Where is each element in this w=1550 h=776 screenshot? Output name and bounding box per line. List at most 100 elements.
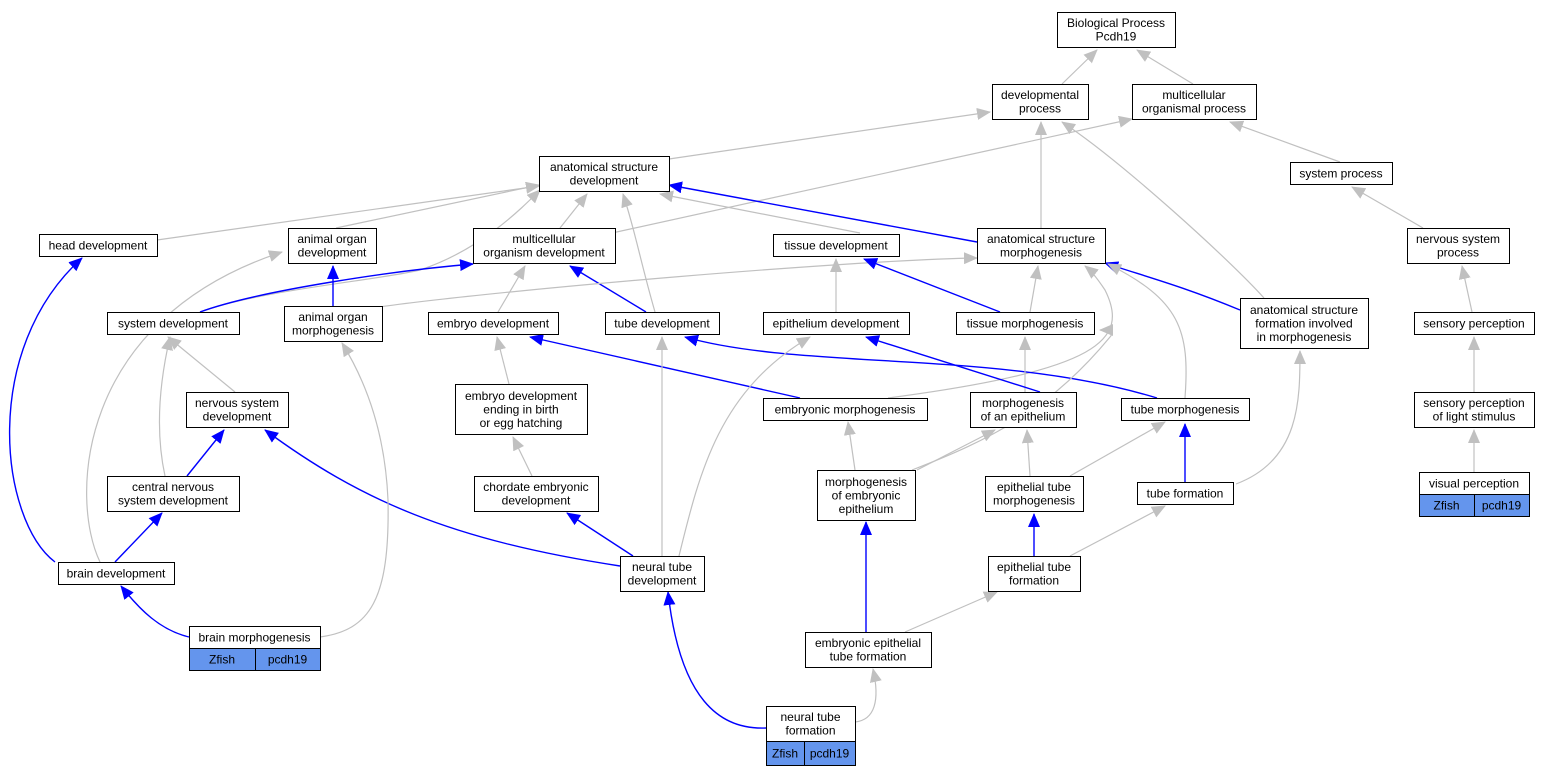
- term-node-epi-dev[interactable]: epithelium development: [763, 312, 910, 335]
- gene-label: pcdh19: [1482, 498, 1522, 512]
- blue-edge: [1104, 261, 1241, 311]
- term-label: morphogenesis: [982, 396, 1064, 410]
- term-node-sys-proc[interactable]: system process: [1290, 162, 1393, 185]
- gray-edge: [378, 252, 978, 308]
- term-box: [1240, 298, 1369, 349]
- term-label: organismal process: [1142, 102, 1246, 116]
- term-box: [284, 306, 383, 342]
- blue-edge: [120, 585, 190, 638]
- term-label: epithelium: [839, 502, 894, 516]
- term-node-tube-form[interactable]: tube formation: [1137, 482, 1234, 505]
- term-box: [1132, 84, 1257, 120]
- term-label: ending in birth: [483, 402, 558, 416]
- term-label: process: [1019, 102, 1061, 116]
- term-label: of light stimulus: [1433, 410, 1516, 424]
- term-node-embryo-dev[interactable]: embryo development: [428, 312, 559, 335]
- term-box: [1121, 398, 1250, 421]
- term-box: [773, 234, 900, 257]
- gray-edge: [199, 189, 541, 313]
- blue-edge: [186, 429, 225, 477]
- gray-edge: [1458, 265, 1473, 313]
- blue-edge: [114, 512, 163, 563]
- term-node-sens-perc[interactable]: sensory perception: [1414, 312, 1535, 335]
- term-label: of embryonic: [832, 488, 901, 502]
- term-node-sys-dev[interactable]: system development: [107, 312, 240, 335]
- blue-edge: [663, 591, 767, 729]
- term-node-tissue-dev[interactable]: tissue development: [773, 234, 900, 257]
- edges-layer: [8, 49, 1480, 729]
- term-label: epithelium development: [773, 316, 900, 330]
- term-box: [605, 312, 720, 335]
- term-node-head-dev[interactable]: head development: [39, 234, 158, 257]
- term-label: of an epithelium: [981, 410, 1066, 424]
- term-label: neural tube: [632, 560, 692, 574]
- term-label: tube development: [614, 316, 710, 330]
- blue-edge: [566, 512, 634, 557]
- gray-edge: [494, 336, 510, 385]
- gray-edge: [621, 193, 656, 313]
- gray-edge: [1235, 350, 1306, 485]
- term-label: tube formation: [830, 650, 907, 664]
- term-node-tissue-morph[interactable]: tissue morphogenesis: [956, 312, 1095, 335]
- gray-edge: [335, 181, 540, 229]
- gray-edge: [678, 336, 811, 557]
- term-node-emb-morph[interactable]: embryonic morphogenesis: [763, 398, 928, 421]
- term-label: brain development: [67, 566, 166, 580]
- term-box: [970, 392, 1077, 428]
- term-label: brain morphogenesis: [198, 630, 310, 644]
- gray-edge: [156, 181, 540, 241]
- term-box: [763, 312, 910, 335]
- blue-edge: [8, 257, 83, 563]
- term-label: tube formation: [1147, 486, 1224, 500]
- term-box: [766, 706, 856, 742]
- blue-edge: [529, 334, 801, 399]
- gray-edge: [497, 265, 526, 313]
- term-box: [473, 228, 616, 264]
- species-label: Zfish: [772, 746, 798, 760]
- term-node-tube-morph[interactable]: tube morphogenesis: [1121, 398, 1250, 421]
- gray-edge: [1021, 429, 1034, 477]
- gene-badge: [804, 741, 856, 766]
- term-label: chordate embryonic: [483, 480, 588, 494]
- term-label: formation: [785, 724, 835, 738]
- term-label: developmental: [1001, 88, 1079, 102]
- blue-edge: [863, 258, 1001, 313]
- term-label: process: [1437, 246, 1479, 260]
- term-node-brain-dev[interactable]: brain development: [58, 562, 175, 585]
- term-node-tube-dev[interactable]: tube development: [605, 312, 720, 335]
- gray-edge: [512, 436, 533, 477]
- term-box: [620, 556, 705, 592]
- term-box: [474, 476, 599, 512]
- gray-edge: [1061, 121, 1265, 299]
- term-label: visual perception: [1429, 476, 1519, 490]
- term-box: [428, 312, 559, 335]
- term-label: multicellular: [512, 232, 575, 246]
- gray-edge: [167, 336, 236, 393]
- gene-badge: [255, 648, 321, 671]
